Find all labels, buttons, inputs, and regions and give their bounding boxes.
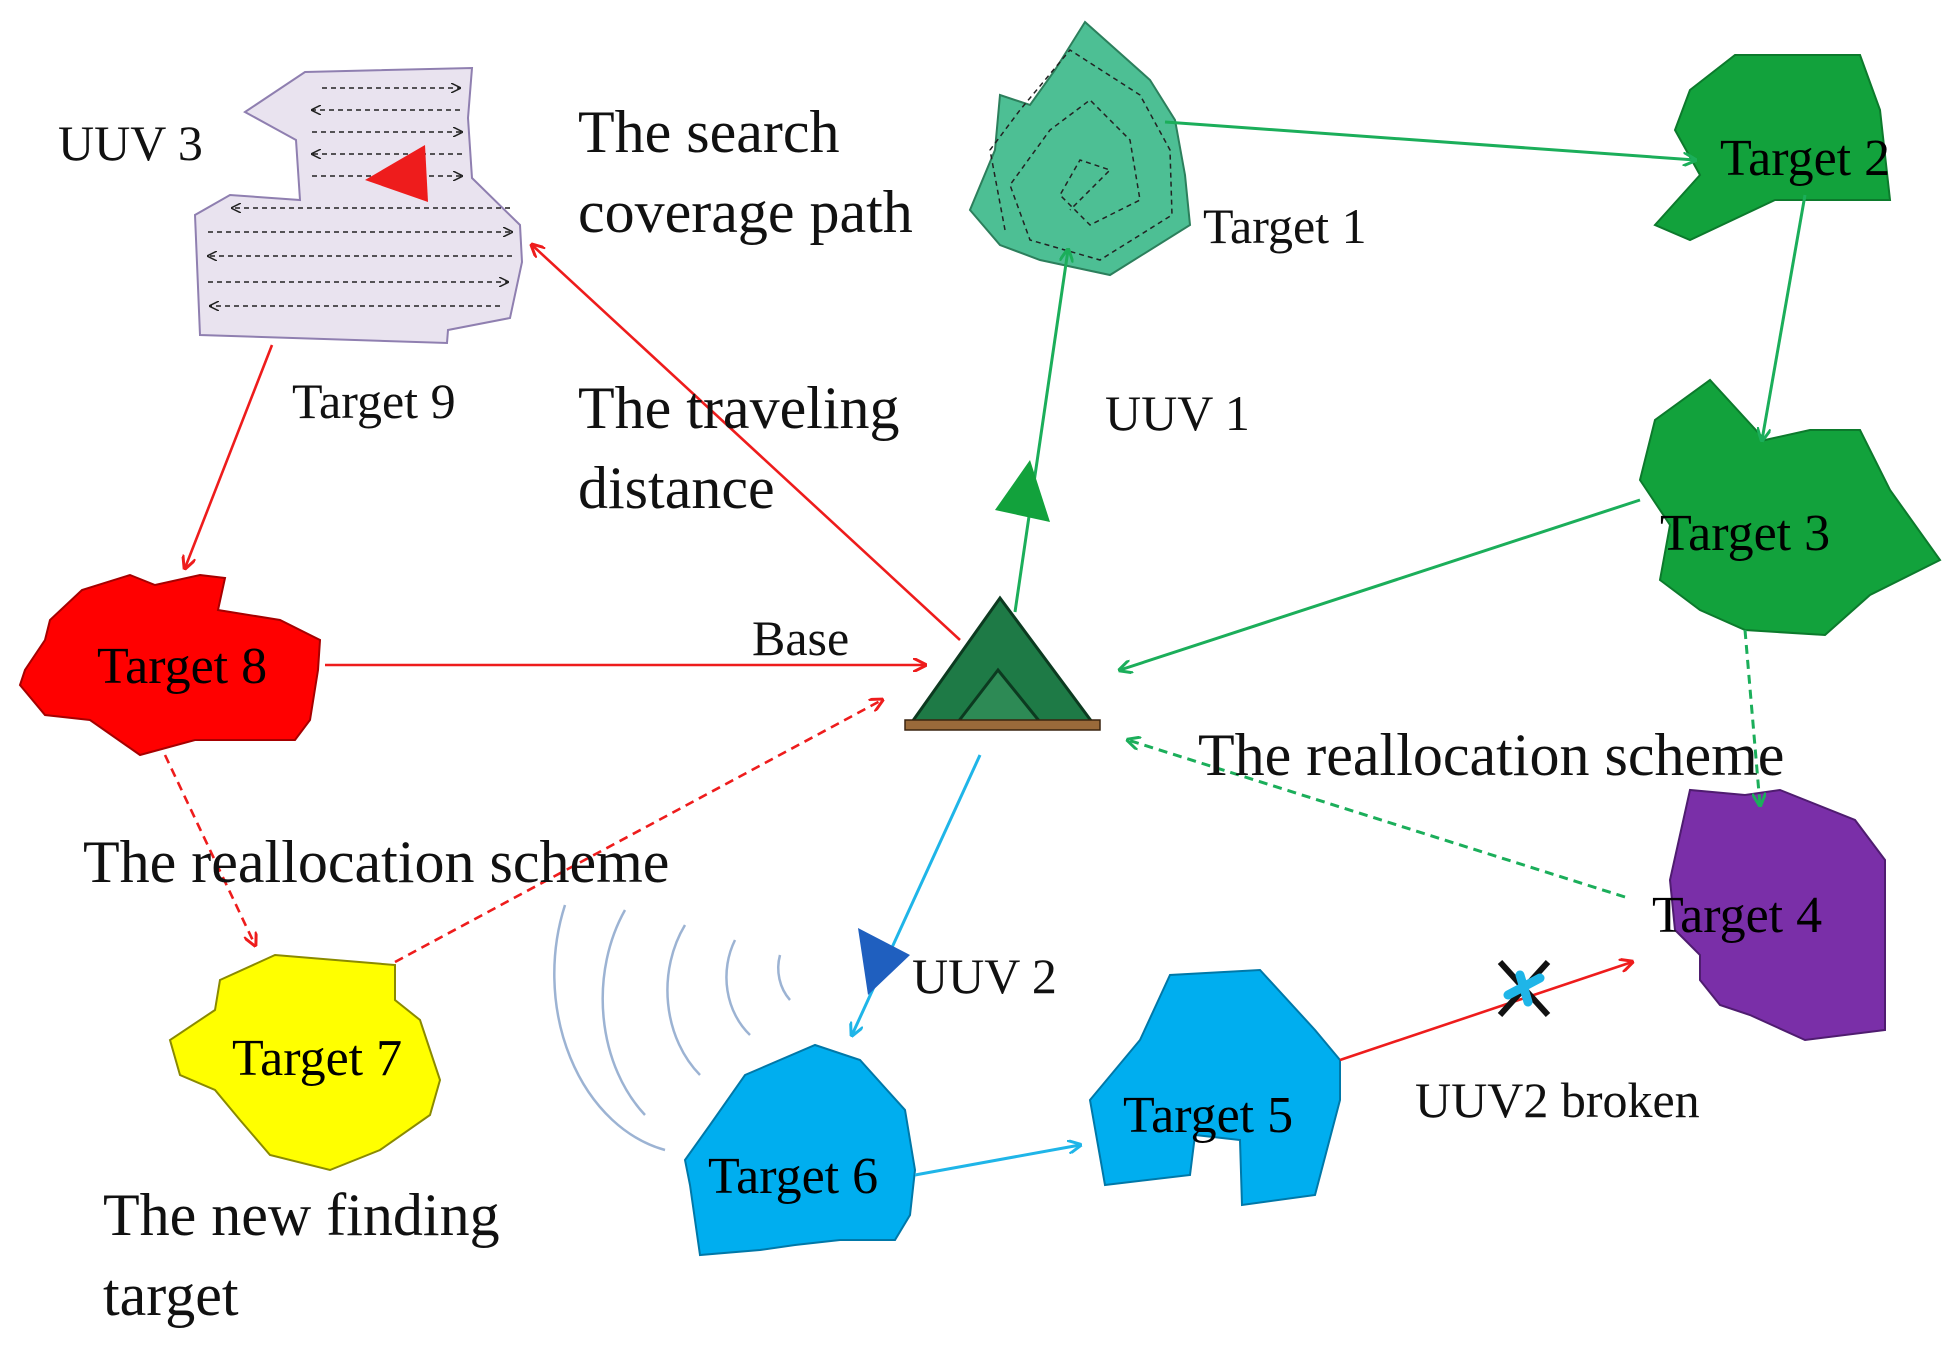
label-target-9: Target 9: [292, 373, 456, 429]
label-target-2: Target 2: [1720, 130, 1890, 187]
sonar-waves: [553, 904, 791, 1152]
label-target-8: Target 8: [97, 638, 267, 695]
target-3-area: [1638, 378, 1942, 637]
label-target-1: Target 1: [1203, 198, 1367, 254]
label-new-target-line2: target: [103, 1262, 239, 1328]
label-target-7: Target 7: [232, 1030, 402, 1087]
target-1-search-path: [989, 49, 1173, 261]
target-4-area: [1668, 788, 1886, 1042]
route-target2-to-target3: [1762, 194, 1807, 440]
base-tent-icon: [904, 595, 1101, 731]
label-new-target-line1: The new finding: [103, 1182, 500, 1248]
route-target6-to-target5: [914, 1145, 1080, 1177]
route-base-to-target1: [1013, 250, 1068, 613]
uuv1-marker: [995, 460, 1050, 522]
realloc-target4-to-base: [1128, 740, 1626, 899]
route-target5-to-target4: [1339, 962, 1632, 1062]
target-9-area: [193, 66, 524, 345]
label-uuv2: UUV 2: [912, 948, 1057, 1004]
label-target-6: Target 6: [708, 1148, 878, 1205]
realloc-target8-to-target7: [163, 754, 255, 945]
uuv1-route: [1013, 120, 1807, 899]
target-6-area: [683, 1043, 917, 1257]
label-uuv1: UUV 1: [1105, 385, 1250, 441]
route-target9-to-target8: [185, 344, 274, 568]
realloc-target7-to-base: [394, 700, 882, 964]
label-search-path-line2: coverage path: [578, 179, 913, 245]
label-target-5: Target 5: [1123, 1087, 1293, 1144]
label-base: Base: [752, 610, 849, 666]
label-target-4: Target 4: [1652, 887, 1822, 944]
target-5-area: [1088, 968, 1341, 1207]
label-uuv3: UUV 3: [58, 115, 203, 171]
label-realloc-left: The reallocation scheme: [83, 829, 669, 895]
uuv3-route: [163, 245, 1632, 1062]
label-search-path-line1: The search: [578, 99, 840, 165]
route-target1-to-target2: [1164, 120, 1695, 160]
route-target3-to-base: [1120, 498, 1641, 670]
label-target-3: Target 3: [1660, 505, 1830, 562]
uuv2-marker: [858, 928, 910, 995]
label-travel-distance-line2: distance: [578, 455, 775, 521]
label-travel-distance-line1: The traveling: [578, 375, 900, 441]
target-7-area: [168, 953, 442, 1172]
label-realloc-right: The reallocation scheme: [1198, 722, 1784, 788]
target-8-area: [18, 573, 322, 757]
label-broken: UUV2 broken: [1415, 1072, 1700, 1128]
broken-uuv-icon: [1497, 959, 1551, 1018]
uuv3-marker: [365, 145, 428, 202]
route-base-to-target9: [532, 245, 961, 641]
target-1-area: [968, 20, 1192, 277]
